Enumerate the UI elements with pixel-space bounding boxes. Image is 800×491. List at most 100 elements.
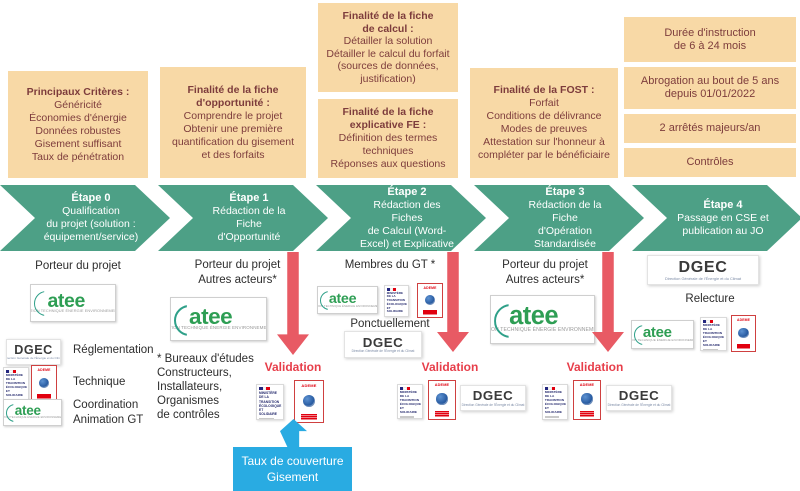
ademe-baseline-strip — [579, 411, 595, 418]
atee-wordmark: atee — [14, 403, 41, 419]
info-box-explicative-body: Définition des termes techniques Réponse… — [330, 132, 446, 170]
ademe-logo-stage4: ADEME — [731, 315, 756, 352]
ademe-wordmark: ADEME — [434, 382, 450, 387]
info-box-duree: Durée d'instruction de 6 à 24 mois — [624, 17, 796, 62]
ademe-wordmark: ADEME — [423, 285, 437, 290]
dgec-logo: DGEC Direction Générale de l'Énergie et … — [647, 255, 759, 285]
dgec-logo: DGEC Direction Générale de l'Énergie et … — [344, 331, 422, 358]
atee-caption: ASSOCIATION TECHNIQUE ÉNERGIE ENVIRONNEM… — [30, 308, 115, 314]
french-flag-icon — [386, 287, 397, 291]
ministere-logo: MINISTÈRE DE LA TRANSITION ÉCOLOGIQUE ET… — [3, 367, 29, 401]
info-box-fost: Finalité de la FOST : Forfait Conditions… — [470, 68, 618, 178]
atee-wordmark-block: atee ASSOCIATION TECHNIQUE ÉNERGIE ENVIR… — [30, 291, 115, 314]
stage-arrow-etape-0: Étape 0 Qualification du projet (solutio… — [0, 185, 170, 251]
dgec-caption: Direction Générale de l'Énergie et du Cl… — [6, 356, 61, 361]
info-box-criteres-title: Principaux Critères : — [26, 85, 130, 98]
ministere-motto-lines — [399, 416, 415, 418]
french-flag-icon — [399, 386, 410, 390]
atee-caption: ASSOCIATION TECHNIQUE ÉNERGIE ENVIRONNEM… — [171, 325, 267, 331]
validation-label-1: Validation — [264, 360, 322, 374]
validation-label-2: Validation — [421, 360, 479, 374]
ministere-name: MINISTÈRE DE LA TRANSITION ÉCOLOGIQUE ET… — [399, 390, 422, 414]
info-box-calcul: Finalité de la fiche de calcul : Détaill… — [318, 3, 458, 92]
ministere-logo-validation1: MINISTÈRE DE LA TRANSITION ÉCOLOGIQUE ET… — [256, 384, 284, 420]
ministere-logo-stage0: MINISTÈRE DE LA TRANSITION ÉCOLOGIQUE ET… — [3, 367, 29, 401]
stage-lines: Qualification du projet (solution : équi… — [43, 205, 139, 243]
stage-arrow-etape-3: Étape 3 Rédaction de la Fiche d'Opératio… — [474, 185, 644, 251]
stage-title: Étape 4 — [703, 198, 743, 211]
info-box-arretes-body: 2 arrêtés majeurs/an — [659, 122, 761, 134]
atee-logo-stage2: atee ASSOCIATION TECHNIQUE ÉNERGIE ENVIR… — [317, 286, 378, 314]
ademe-globe-icon — [302, 394, 316, 407]
french-flag-icon — [702, 319, 713, 323]
ademe-wordmark: ADEME — [579, 382, 595, 387]
info-box-fost-title: Finalité de la FOST : — [493, 84, 595, 96]
info-box-explicative-title: Finalité de la fiche explicative FE : — [342, 106, 434, 131]
info-box-controles-body: Contrôles — [686, 156, 734, 168]
atee-club-c2e-logo: atee ASSOCIATION TECHNIQUE ÉNERGIE ENVIR… — [170, 297, 267, 341]
actor-label-stage0: Porteur du projet — [35, 260, 121, 272]
ademe-logo: ADEME — [31, 365, 57, 402]
ademe-logo: ADEME — [417, 283, 443, 318]
dgec-acronym: DGEC — [618, 388, 660, 404]
info-box-explicative: Finalité de la fiche explicative FE : Dé… — [318, 99, 458, 178]
atee-logo-stage0-coordination: atee ASSOCIATION TECHNIQUE ÉNERGIE ENVIR… — [3, 399, 62, 426]
ademe-wordmark: ADEME — [301, 382, 317, 388]
ministere-name: MINISTÈRE DE LA TRANSITION ÉCOLOGIQUE ET… — [702, 323, 725, 347]
atee-logo-stage1: atee ASSOCIATION TECHNIQUE ÉNERGIE ENVIR… — [170, 297, 267, 341]
info-box-abrogation-body: Abrogation au bout de 5 ans depuis 01/01… — [640, 75, 780, 100]
ministere-motto-lines — [386, 315, 401, 316]
ademe-logo-stage0: ADEME — [31, 365, 57, 402]
atee-club-c2e-logo: atee ASSOCIATION TECHNIQUE ÉNERGIE ENVIR… — [490, 295, 595, 344]
ademe-baseline-strip — [301, 414, 317, 421]
ademe-globe-icon — [436, 393, 448, 405]
info-box-calcul-title: Finalité de la fiche de calcul : — [342, 10, 434, 35]
ministere-name: MINISTÈRE DE LA TRANSITION ÉCOLOGIQUE ET… — [259, 391, 282, 416]
stage-lines: Rédaction de la Fiche d'Opération Standa… — [528, 198, 602, 250]
atee-wordmark-block: atee ASSOCIATION TECHNIQUE ÉNERGIE ENVIR… — [171, 304, 267, 331]
atee-wordmark: atee — [509, 302, 559, 331]
atee-logo-stage0: atee ASSOCIATION TECHNIQUE ÉNERGIE ENVIR… — [30, 284, 116, 322]
dgec-logo-stage0: DGEC Direction Générale de l'Énergie et … — [6, 339, 61, 365]
ministere-logo: MINISTÈRE DE LA TRANSITION ÉCOLOGIQUE ET… — [700, 317, 727, 351]
info-box-controles: Contrôles — [624, 148, 796, 177]
info-box-opportunite-body: Comprendre le projet Obtenir une premièr… — [172, 109, 294, 161]
atee-logo-stage3: atee ASSOCIATION TECHNIQUE ÉNERGIE ENVIR… — [490, 295, 595, 344]
ponctuellement-label: Ponctuellement — [350, 318, 430, 330]
dgec-logo: DGEC Direction Générale de l'Énergie et … — [606, 385, 672, 411]
atee-caption: ASSOCIATION TECHNIQUE ÉNERGIE ENVIRONNEM… — [4, 415, 62, 419]
atee-wordmark: atee — [189, 304, 233, 330]
dgec-acronym: DGEC — [472, 388, 514, 404]
stage-lines: Passage en CSE et publication au JO — [677, 211, 769, 237]
atee-caption: ASSOCIATION TECHNIQUE ÉNERGIE ENVIRONNEM… — [631, 338, 693, 343]
actor-label-stage3: Porteur du projet Autres acteurs* — [502, 259, 588, 286]
ministere-logo-validation2: MINISTÈRE DE LA TRANSITION ÉCOLOGIQUE ET… — [397, 384, 423, 419]
stage-title: Étape 3 — [545, 185, 585, 198]
ministere-logo-validation3: MINISTÈRE DE LA TRANSITION ÉCOLOGIQUE ET… — [542, 384, 568, 420]
validation-label-3: Validation — [566, 360, 624, 374]
role-label-technique: Technique — [73, 376, 126, 388]
ademe-globe-icon — [424, 294, 436, 306]
role-label-coordination: Coordination Animation GT — [73, 399, 144, 426]
role-label-reglementation: Réglementation — [73, 344, 154, 356]
ademe-logo: ADEME — [428, 380, 456, 420]
dgec-caption: Direction Générale de l'Énergie et du Cl… — [461, 402, 525, 407]
relecture-label: Relecture — [685, 293, 735, 305]
dgec-acronym: DGEC — [14, 342, 53, 357]
dgec-caption: Direction Générale de l'Énergie et du Cl… — [607, 402, 671, 407]
ademe-logo: ADEME — [731, 315, 756, 352]
dgec-logo: DGEC Direction Générale de l'Énergie et … — [460, 385, 526, 411]
stage-title: Étape 1 — [229, 192, 269, 204]
ademe-wordmark: ADEME — [737, 317, 750, 322]
atee-wordmark: atee — [642, 323, 672, 341]
info-box-opportunite-title: Finalité de la fiche d'opportunité : — [187, 83, 279, 109]
stage-lines: Rédaction de la Fiche d'Opportunité — [212, 205, 286, 243]
french-flag-icon — [259, 387, 270, 391]
dgec-acronym: DGEC — [362, 334, 404, 350]
atee-club-c2e-logo: atee ASSOCIATION TECHNIQUE ÉNERGIE ENVIR… — [631, 320, 694, 349]
atee-wordmark-block: atee ASSOCIATION TECHNIQUE ÉNERGIE ENVIR… — [631, 323, 693, 343]
stage-lines: Rédaction des Fiches de Calcul (Word- Ex… — [360, 198, 454, 250]
note-autres-acteurs: * Bureaux d'études Constructeurs, Instal… — [157, 353, 254, 421]
info-box-fost-body: Forfait Conditions de délivrance Modes d… — [478, 97, 610, 161]
info-box-calcul-body: Détailler la solution Détailler le calcu… — [326, 35, 450, 85]
